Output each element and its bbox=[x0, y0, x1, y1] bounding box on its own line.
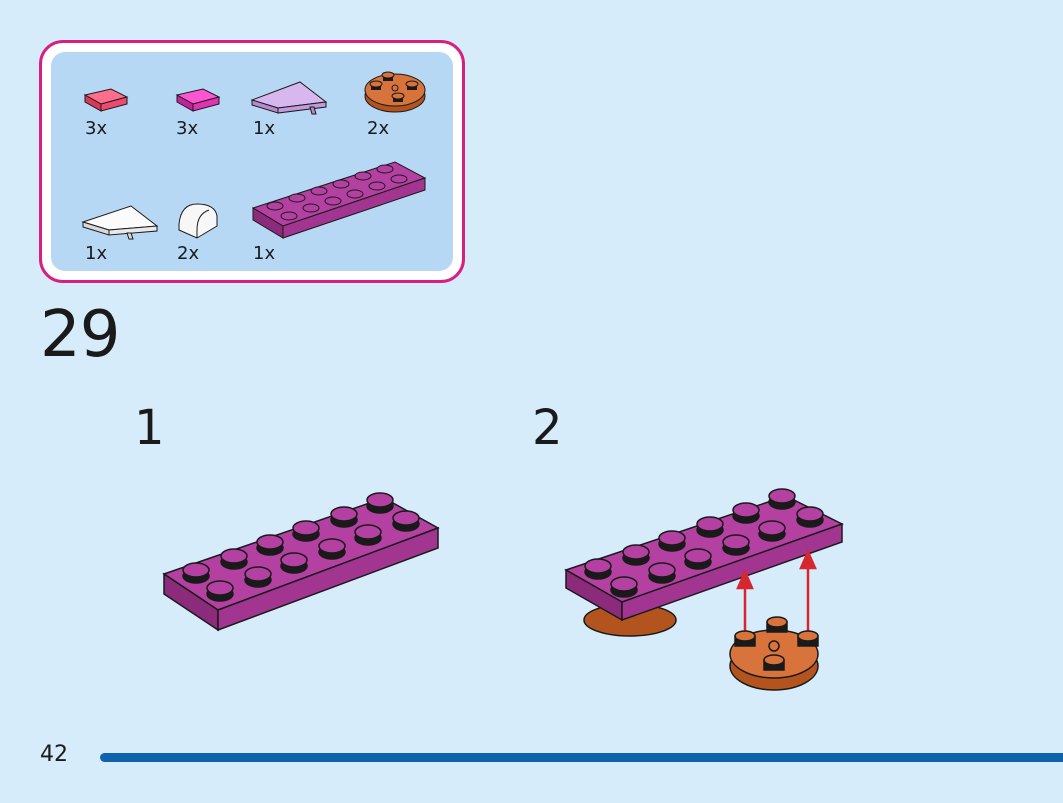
substep-number-1: 1 bbox=[134, 400, 165, 456]
brown-round-plate-icon bbox=[363, 66, 427, 118]
magenta-tile-icon bbox=[175, 85, 221, 113]
page-number: 42 bbox=[40, 742, 68, 767]
qty-coral-tile: 3x bbox=[85, 118, 108, 139]
parts-list-inner: 3x 3x 1x bbox=[51, 52, 453, 271]
substep-2-assembly-illustration bbox=[564, 484, 848, 696]
white-wedge-plate-icon bbox=[81, 204, 161, 244]
substep-1-plate-illustration bbox=[162, 480, 442, 632]
qty-white-curved-slope: 2x bbox=[177, 243, 200, 264]
qty-brown-round-plate: 2x bbox=[367, 118, 390, 139]
lavender-wedge-plate-icon bbox=[250, 80, 330, 120]
qty-magenta-tile: 3x bbox=[176, 118, 199, 139]
step-number: 29 bbox=[40, 298, 120, 372]
white-curved-slope-icon bbox=[175, 200, 221, 242]
substep-number-2: 2 bbox=[532, 400, 563, 456]
qty-white-wedge: 1x bbox=[85, 243, 108, 264]
qty-purple-plate: 1x bbox=[253, 243, 276, 264]
parts-list-box: 3x 3x 1x bbox=[39, 40, 465, 283]
qty-lavender-wedge: 1x bbox=[253, 118, 276, 139]
coral-tile-icon bbox=[83, 85, 129, 113]
purple-plate-2x6-icon bbox=[251, 148, 427, 244]
page-footer-bar bbox=[100, 753, 1063, 762]
